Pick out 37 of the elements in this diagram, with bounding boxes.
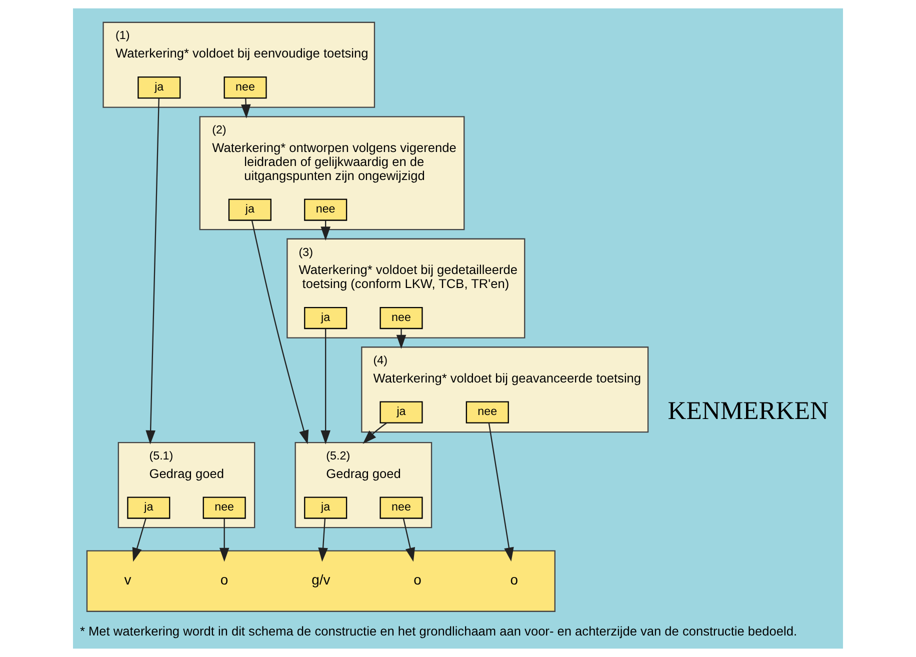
arrow bbox=[132, 518, 146, 562]
node-box: ja bbox=[138, 76, 181, 99]
arrow bbox=[320, 328, 330, 444]
node-box: ja bbox=[304, 306, 348, 330]
node-box: nee bbox=[380, 306, 423, 330]
arrow bbox=[318, 518, 328, 562]
node-box: ja bbox=[127, 496, 170, 519]
label: KENMERKEN bbox=[668, 396, 828, 425]
caption: * Met waterkering wordt in dit schema de constructie en het grondlichaam aan voor- en achterzijde van de constructie bedoeld. bbox=[80, 624, 798, 639]
node-label: (3) bbox=[298, 246, 314, 259]
node-box: ja bbox=[380, 401, 423, 424]
node-label: (5.2) bbox=[326, 449, 350, 462]
node-box: nee bbox=[224, 76, 267, 99]
node-text: g/v bbox=[312, 572, 330, 588]
node-text: v bbox=[124, 572, 132, 588]
node-box: nee bbox=[380, 496, 423, 519]
node-text: o bbox=[510, 572, 518, 588]
node-box: ja bbox=[304, 496, 348, 519]
arrow bbox=[219, 518, 230, 562]
arrow bbox=[396, 328, 406, 349]
node-text: o bbox=[414, 572, 422, 588]
node-box: nee bbox=[466, 401, 509, 424]
arrow bbox=[402, 518, 416, 562]
node-text: o bbox=[220, 572, 228, 588]
node-label: (2) bbox=[212, 124, 226, 137]
arrow bbox=[362, 422, 388, 444]
arrow bbox=[251, 220, 309, 444]
node-label: (1) bbox=[115, 29, 130, 42]
cluster bbox=[86, 550, 556, 612]
node-box: nee bbox=[202, 496, 246, 519]
arrow bbox=[146, 98, 160, 444]
node-box: ja bbox=[228, 198, 272, 221]
node-label: (5.1) bbox=[149, 449, 174, 462]
node-box: nee bbox=[304, 198, 348, 221]
arrow bbox=[488, 422, 514, 562]
node-label: (4) bbox=[373, 354, 388, 368]
arrow bbox=[241, 98, 251, 118]
